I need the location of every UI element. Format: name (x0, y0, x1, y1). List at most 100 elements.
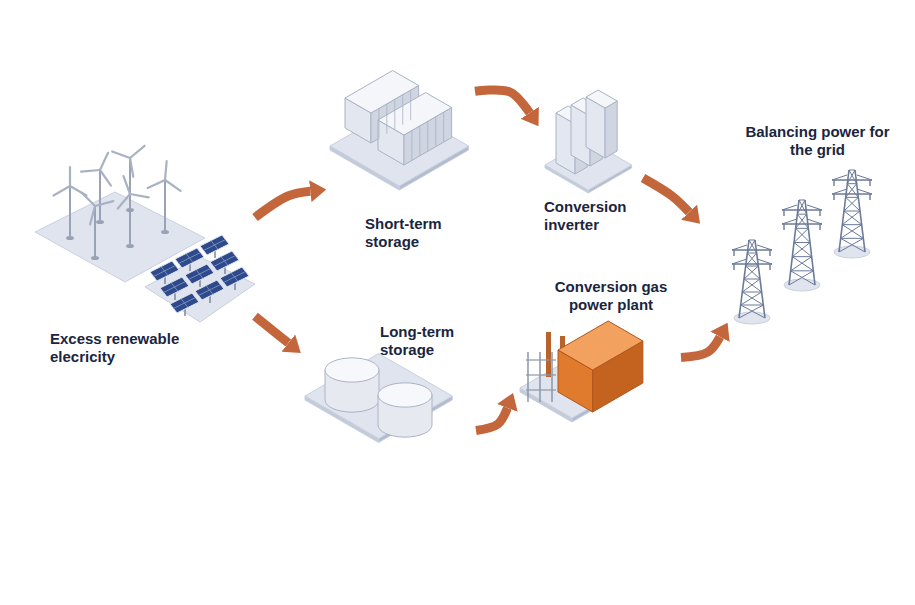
inverter-illustration (545, 90, 632, 193)
pylon-strut (794, 228, 808, 242)
pylon-strut (741, 292, 762, 305)
pylon-strut (869, 180, 870, 186)
pylon-strut (742, 292, 763, 305)
pylon-strut (746, 266, 759, 267)
panel-grid (161, 267, 168, 276)
pylon-strut (847, 184, 858, 198)
turbine-blade (112, 152, 130, 158)
turbine-blade (130, 158, 133, 177)
pylon-strut (792, 256, 811, 257)
panel-grid (224, 272, 246, 283)
pylon-strut (847, 183, 856, 184)
panel-face (185, 264, 214, 284)
turbine-blade (54, 186, 70, 196)
pylon-strut (833, 194, 834, 200)
label-block: Conversion gas power plant (545, 278, 677, 314)
battery-container (378, 93, 452, 166)
pylon-strut (796, 228, 809, 229)
panel-face (200, 235, 229, 255)
node-label: Conversion inverter (544, 198, 639, 234)
flow-arrow (475, 90, 530, 113)
turbine-blade (82, 193, 95, 206)
illustration-node: Balancing power for the grid (700, 120, 895, 325)
panel-face (195, 280, 224, 300)
turbine-tower (94, 206, 96, 258)
wind-turbine (148, 161, 181, 234)
solar-panel (195, 280, 224, 303)
panel-grid (189, 269, 211, 280)
node-label: Long-term storage (380, 323, 472, 359)
platform (145, 257, 255, 322)
battery-illustration (330, 71, 469, 191)
pylon-strut (732, 263, 772, 265)
flow-arrow (643, 178, 689, 212)
container-rib (411, 130, 412, 160)
wind-turbine (82, 193, 114, 260)
tank-top (378, 383, 432, 407)
transmission-pylon (832, 170, 872, 258)
turbine-blade (130, 146, 145, 158)
pylon-strut (783, 210, 784, 216)
transmission-pylon (782, 200, 822, 291)
pylon-strut (799, 200, 807, 214)
turbine-blade (90, 206, 95, 224)
pylon-strut (744, 279, 762, 292)
panel-grid (186, 254, 193, 263)
pylon-strut (832, 189, 847, 194)
pylon-strut (797, 200, 805, 214)
illustration-node: Long-term storage (300, 320, 476, 450)
pylon-strut (792, 243, 810, 257)
panel-grid (179, 253, 201, 264)
illustration-node: Conversion inverter (540, 85, 643, 240)
renewables-illustration (35, 146, 255, 322)
turbine-blade (69, 167, 71, 186)
pylon-strut (783, 224, 784, 230)
label-block: Short-term storage (365, 215, 465, 251)
container-rib (394, 99, 395, 129)
pylon-strut (797, 214, 806, 215)
pylon-strut (794, 242, 810, 243)
pylon-strut (844, 211, 860, 212)
turbine-blade (130, 194, 149, 197)
storage-tank (378, 383, 432, 437)
pylon-strut (732, 259, 747, 264)
pylon-strut (742, 279, 760, 292)
turbine-blade (95, 201, 113, 206)
turbine-blade (100, 153, 108, 170)
pylon-strut (857, 175, 872, 180)
panel-grid (196, 270, 203, 279)
pylon-strut (841, 238, 865, 252)
panel-grid (211, 241, 218, 250)
container-rib (443, 112, 444, 142)
pylon-strut (833, 180, 834, 186)
scaffold-beam (526, 359, 556, 360)
panel-face (160, 277, 189, 297)
node-label: Conversion gas power plant (545, 278, 677, 314)
container-rib (378, 108, 379, 138)
turbine-blade (165, 180, 181, 191)
container-rib (419, 126, 420, 156)
pylon-strut (791, 270, 814, 271)
pylon-strut (807, 219, 822, 224)
pylon-strut (791, 257, 812, 271)
pylon-strut (849, 170, 857, 184)
panel-grid (171, 283, 178, 292)
pylon-strut (749, 240, 755, 241)
pylon-strut (842, 224, 861, 225)
pylon-strut (733, 264, 734, 270)
storage-tank (325, 358, 379, 412)
pylon-strut (782, 223, 822, 225)
panel-grid (199, 285, 221, 296)
pylon-strut (842, 211, 860, 225)
pylon-strut (841, 238, 864, 239)
solar-panel (170, 293, 199, 316)
platform (305, 354, 452, 443)
block-face (558, 321, 643, 370)
panel-grid (204, 240, 226, 251)
block-face (605, 101, 617, 158)
pylon-strut (757, 259, 772, 264)
pylon-strut (757, 245, 772, 250)
tank-illustration (305, 354, 452, 443)
pylon-strut (807, 205, 822, 210)
